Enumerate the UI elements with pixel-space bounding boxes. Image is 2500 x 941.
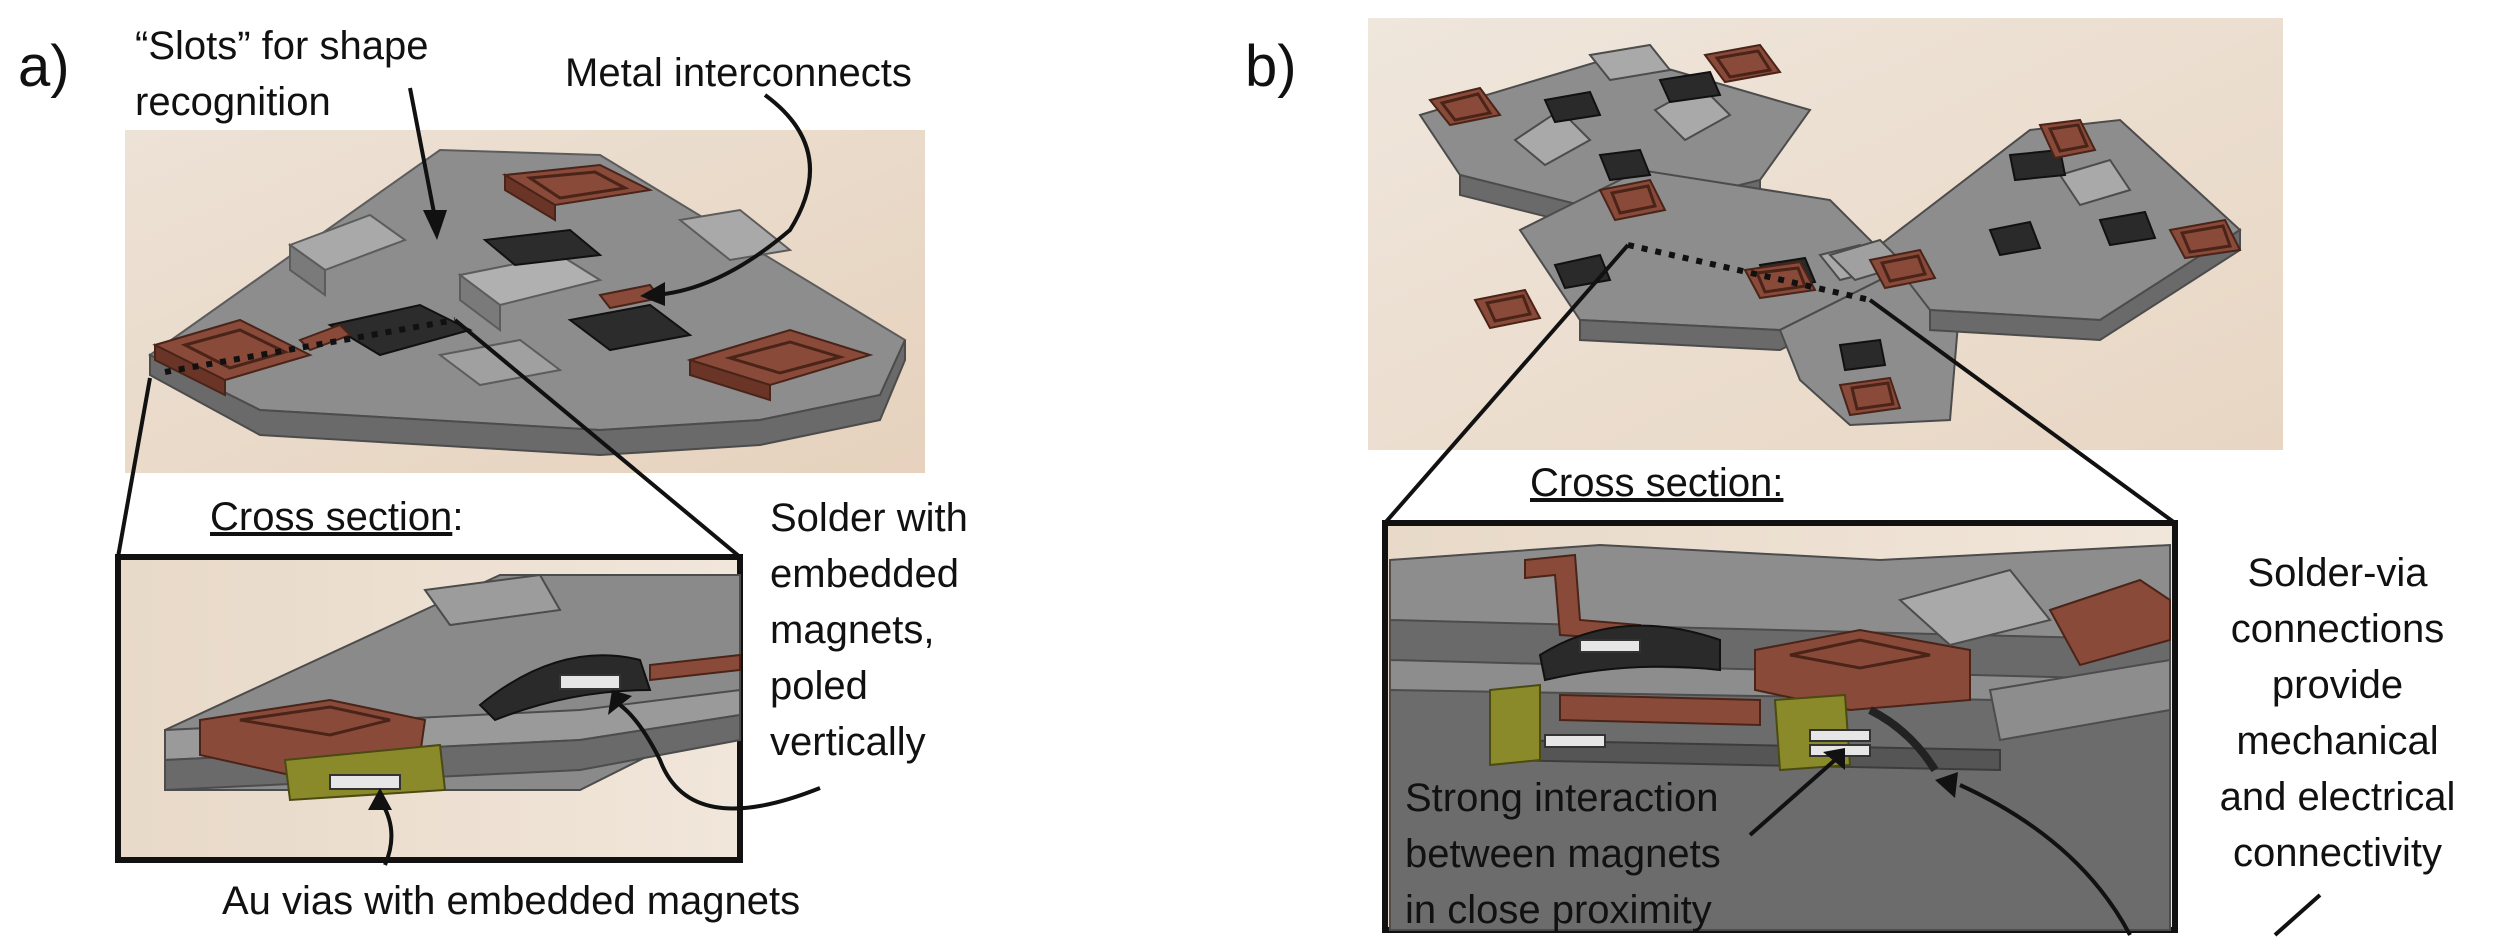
- solder-via-line: and electrical: [2219, 775, 2456, 819]
- strong-label-line: between magnets: [1405, 832, 1721, 876]
- copper-pad-right: [686, 328, 874, 402]
- chip-side: [149, 339, 906, 457]
- gold-via: [1489, 683, 1541, 767]
- magnet-pad: [1543, 90, 1602, 124]
- magnet-pad: [2008, 148, 2067, 182]
- zoom-line: [116, 377, 152, 558]
- inset-trace: [649, 653, 741, 682]
- solder-via-line: Solder-via: [2247, 551, 2428, 595]
- slots-arrowhead: [423, 210, 447, 240]
- magnet-pad-top: [482, 228, 603, 267]
- metal-arrow: [654, 93, 812, 297]
- solder-label-line: embedded: [770, 552, 960, 596]
- solder-label-line: magnets,: [770, 608, 935, 652]
- solder-via-arrow: [1959, 783, 2132, 936]
- strong-label-line: in close proximity: [1405, 888, 1712, 932]
- zoom-line: [1868, 298, 2177, 525]
- slots-arrow: [408, 87, 437, 219]
- copper-pad-left: [152, 318, 313, 397]
- cross-section-colon: :: [452, 495, 464, 539]
- strong-arrowhead: [1823, 748, 1845, 770]
- cross-section-title-text: Cross section: [210, 495, 453, 539]
- solder-arrow: [618, 703, 821, 811]
- panel-a-inset: [115, 554, 743, 863]
- copper-pad-top: [501, 163, 654, 222]
- slots-label-line: “Slots” for shape: [135, 24, 429, 68]
- solder-magnets-label: Solder with embedded magnets, poled vert…: [770, 490, 968, 770]
- magnet-pad: [1838, 338, 1887, 372]
- panel-b-arrows: [1748, 748, 2322, 937]
- panel-a-arrows: [368, 87, 821, 866]
- slot-block-side: [289, 243, 326, 297]
- magnet-pad: [1658, 70, 1722, 104]
- gold-via: [283, 743, 447, 802]
- via-magnet: [329, 774, 401, 790]
- solder-label-line: Solder with: [770, 496, 968, 540]
- tail-line: [2273, 893, 2322, 937]
- magnet-pad: [2098, 210, 2157, 247]
- panel-b-cross-section-title: Cross section:: [1530, 461, 1784, 505]
- solder-via-line: provide: [2271, 663, 2404, 707]
- zoom-line: [1383, 243, 1630, 525]
- solder-magnet-insert: [559, 674, 621, 690]
- slots-label: “Slots” for shape recognition: [135, 18, 428, 130]
- slot-block-front: [437, 338, 563, 387]
- strong-label-line: Strong interaction: [1405, 776, 1719, 820]
- metal-arrowhead: [640, 282, 665, 306]
- au-vias-label: Au vias with embedded magnets: [222, 879, 801, 923]
- slot-block-right: [677, 208, 793, 262]
- strong-interaction-label: Strong interaction between magnets in cl…: [1405, 770, 1721, 938]
- solder-via-line: connectivity: [2233, 831, 2442, 875]
- au-arrowhead: [368, 788, 392, 810]
- panel-b-letter: b): [1245, 34, 1297, 99]
- magnet-pad-right: [567, 303, 693, 352]
- panel-a-cross-section-title: Cross section:: [210, 489, 463, 545]
- strong-arrow: [1748, 758, 1837, 837]
- zoom-line: [453, 318, 742, 559]
- solder-label-line: vertically: [770, 720, 926, 764]
- metal-interconnects-label: Metal interconnects: [565, 51, 912, 95]
- solder-via-label: Solder-via connections provide mechanica…: [2190, 545, 2485, 881]
- panel-b-render: [1368, 18, 2283, 525]
- magnet-pad: [1988, 220, 2042, 257]
- stacked-magnet: [1809, 729, 1871, 742]
- solder-arrowhead: [608, 690, 632, 715]
- panel-a-letter: a): [18, 34, 70, 99]
- solder-via-line: connections: [2230, 607, 2445, 651]
- solder-via-arrowhead: [1935, 772, 1958, 798]
- panel-a-render: [116, 130, 925, 559]
- solder-label-line: poled: [770, 664, 868, 708]
- solder-via-line: mechanical: [2236, 719, 2439, 763]
- slot-block-center-side: [459, 273, 501, 332]
- slots-label-line: recognition: [135, 80, 331, 124]
- magnet-pad: [1598, 148, 1652, 182]
- inset-slot-block: [423, 573, 562, 627]
